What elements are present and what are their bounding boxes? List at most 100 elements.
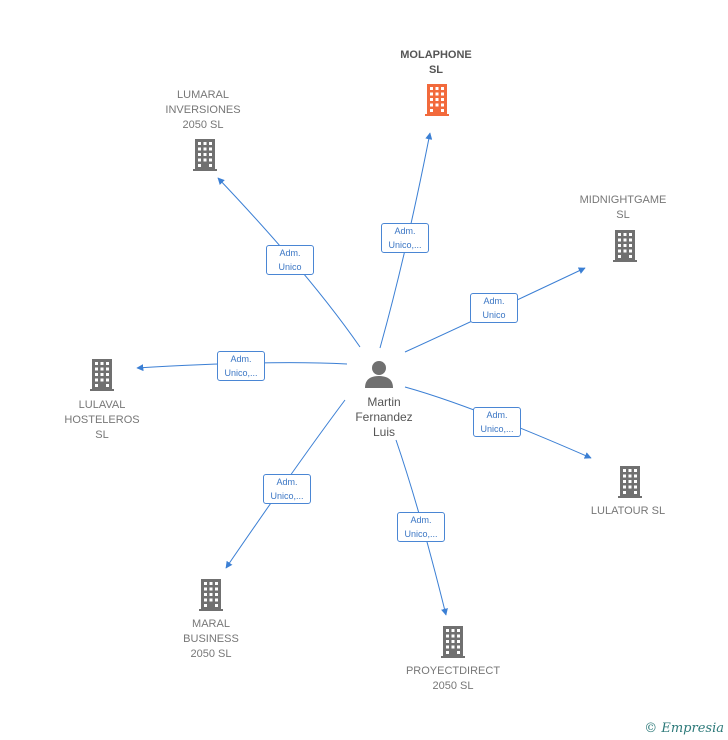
lumaral-building-window — [203, 142, 207, 145]
lulatour-building-window — [628, 485, 632, 489]
company-name-lulaval[interactable]: LULAVAL HOSTELEROS SL — [64, 399, 140, 441]
lulaval-building-window — [95, 378, 98, 382]
person-name[interactable]: Martin Fernandez Luis — [355, 395, 413, 439]
proyectdirect-building-window — [446, 629, 449, 632]
midnightgame-building-window — [618, 238, 621, 242]
proyectdirect-building-icon[interactable] — [441, 626, 465, 658]
person-head — [372, 361, 386, 375]
midnightgame-building-window — [618, 244, 621, 247]
midnightgame-building-window — [629, 238, 632, 242]
midnightgame-building-icon[interactable] — [613, 230, 637, 262]
lumaral-building-window — [209, 153, 212, 156]
lumaral-building-window — [198, 164, 201, 167]
lumaral-building-icon[interactable] — [193, 139, 217, 171]
company-name-molaphone[interactable]: MOLAPHONE SL — [400, 49, 472, 76]
lulaval-building-window — [106, 378, 109, 382]
molaphone-building-window — [441, 98, 444, 101]
midnightgame-building-base — [613, 260, 637, 262]
lulaval-building-window — [100, 378, 104, 382]
lumaral-building-window — [198, 142, 201, 145]
company-name-midnightgame[interactable]: MIDNIGHTGAME SL — [579, 194, 667, 221]
proyectdirect-building-window — [451, 634, 455, 638]
role-label-midnightgame[interactable]: Adm. Unico — [470, 293, 518, 323]
lulaval-building-window — [95, 384, 98, 387]
molaphone-building-window — [430, 92, 433, 96]
role-label-maral[interactable]: Adm. Unico,... — [263, 474, 311, 504]
proyectdirect-building-window — [451, 629, 455, 632]
midnightgame-building-window — [618, 249, 621, 253]
lumaral-building-window — [209, 147, 212, 151]
role-label-lulaval[interactable]: Adm. Unico,... — [217, 351, 265, 381]
role-label-molaphone[interactable]: Adm. Unico,... — [381, 223, 429, 253]
brand-logo: © Empresia — [644, 721, 724, 736]
midnightgame-building-window — [618, 255, 621, 258]
proyectdirect-building-window — [457, 651, 460, 654]
proyectdirect-building-window — [451, 640, 455, 643]
lulaval-building-window — [95, 362, 98, 365]
midnightgame-building-window — [623, 244, 627, 247]
maral-building-window — [209, 587, 213, 591]
company-name-proyectdirect[interactable]: PROYECTDIRECT 2050 SL — [405, 665, 501, 692]
lulatour-building-window — [623, 485, 626, 489]
midnightgame-building-window — [629, 249, 632, 253]
maral-building-window — [215, 598, 218, 602]
proyectdirect-building-window — [457, 634, 460, 638]
lulatour-building-window — [634, 469, 637, 472]
lulaval-building-window — [95, 373, 98, 376]
lulaval-building-window — [106, 373, 109, 376]
maral-building-icon[interactable] — [199, 579, 223, 611]
lulatour-building-window — [623, 480, 626, 483]
maral-building-window — [215, 604, 218, 607]
maral-building-window — [215, 582, 218, 585]
company-name-maral[interactable]: MARAL BUSINESS 2050 SL — [183, 618, 239, 660]
role-label-lulatour[interactable]: Adm. Unico,... — [473, 407, 521, 437]
maral-building-window — [215, 593, 218, 596]
lulatour-building-window — [623, 491, 626, 494]
molaphone-building-icon[interactable] — [425, 84, 449, 116]
proyectdirect-building-window — [451, 645, 455, 649]
person-icon[interactable] — [365, 361, 393, 388]
lulatour-building-window — [634, 491, 637, 494]
lulatour-building-window — [634, 485, 637, 489]
proyectdirect-building-window — [446, 640, 449, 643]
lulaval-building-window — [106, 367, 109, 371]
lumaral-building-window — [198, 158, 201, 162]
copyright-symbol: © — [644, 721, 658, 736]
lumaral-building-window — [203, 158, 207, 162]
lumaral-building-window — [198, 147, 201, 151]
company-name-lulatour[interactable]: LULATOUR SL — [590, 505, 666, 517]
maral-building-base — [199, 609, 223, 611]
lulaval-building-window — [106, 362, 109, 365]
midnightgame-building-window — [623, 238, 627, 242]
lulaval-building-icon[interactable] — [90, 359, 114, 391]
lumaral-building-window — [209, 164, 212, 167]
company-name-lumaral[interactable]: LUMARAL INVERSIONES 2050 SL — [165, 89, 241, 131]
lulaval-building-window — [100, 373, 104, 376]
lulatour-building-window — [623, 474, 626, 478]
maral-building-window — [204, 598, 207, 602]
midnightgame-building-window — [629, 244, 632, 247]
maral-building-window — [204, 587, 207, 591]
lulaval-building-window — [100, 367, 104, 371]
lulaval-building-window — [95, 367, 98, 371]
maral-building-window — [215, 587, 218, 591]
molaphone-building-window — [435, 92, 439, 96]
midnightgame-building-window — [623, 249, 627, 253]
brand-name: Empresia — [661, 721, 724, 736]
proyectdirect-building-window — [457, 640, 460, 643]
molaphone-building-window — [435, 103, 439, 107]
midnightgame-building-window — [629, 233, 632, 236]
lumaral-building-window — [209, 142, 212, 145]
midnightgame-building-window — [618, 233, 621, 236]
lulaval-building-window — [100, 362, 104, 365]
role-label-lumaral[interactable]: Adm. Unico — [266, 245, 314, 275]
midnightgame-building-window — [623, 233, 627, 236]
lulatour-building-window — [628, 480, 632, 483]
proyectdirect-building-window — [446, 634, 449, 638]
maral-building-window — [209, 593, 213, 596]
molaphone-building-window — [441, 109, 444, 112]
midnightgame-building-window — [629, 255, 632, 258]
role-label-proyectdirect[interactable]: Adm. Unico,... — [397, 512, 445, 542]
lulatour-building-icon[interactable] — [618, 466, 642, 498]
molaphone-building-window — [430, 87, 433, 90]
